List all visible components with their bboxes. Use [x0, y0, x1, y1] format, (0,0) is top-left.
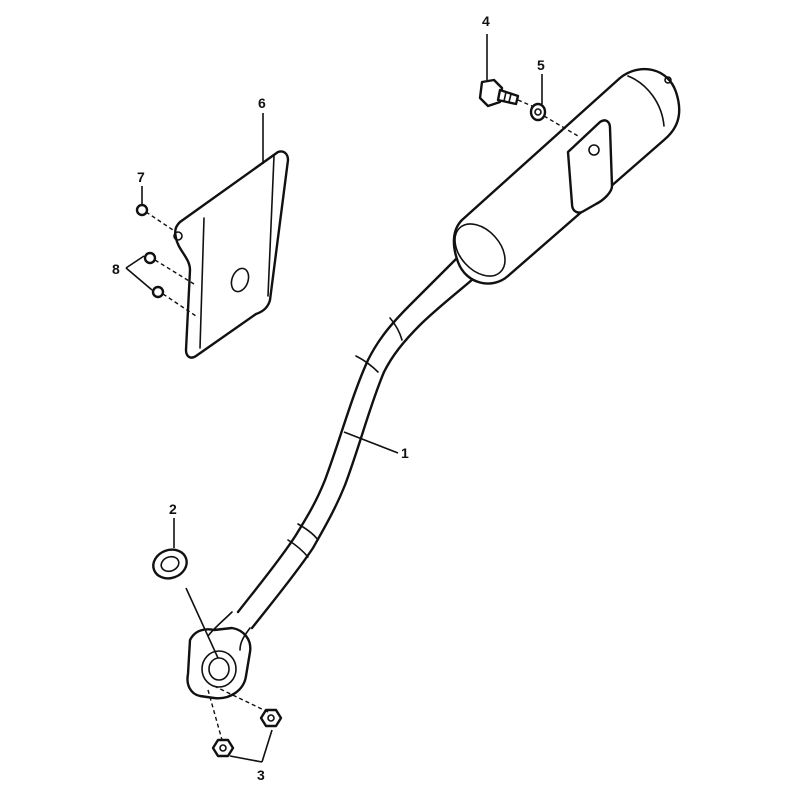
leader-lines	[125, 34, 543, 763]
callout-6: 6	[258, 95, 266, 111]
exhaust-pipe-assembly[interactable]	[186, 67, 681, 700]
callout-7: 7	[137, 169, 145, 185]
callout-1: 1	[401, 445, 409, 461]
heat-shield[interactable]	[173, 150, 290, 359]
assembly-lines	[145, 99, 579, 741]
callout-5: 5	[537, 57, 545, 73]
callout-3: 3	[257, 767, 265, 783]
callout-8: 8	[112, 261, 120, 277]
shield-screw-top[interactable]	[135, 203, 149, 217]
mounting-bolt[interactable]	[478, 78, 520, 108]
callout-2: 2	[169, 501, 177, 517]
shield-screws-side[interactable]	[143, 251, 165, 299]
callout-labels: 1 2 3 4 5 6 7 8	[112, 13, 545, 783]
washer[interactable]	[529, 102, 547, 122]
gasket-ring[interactable]	[149, 545, 191, 583]
flange-nuts[interactable]	[211, 708, 283, 758]
callout-4: 4	[482, 13, 490, 29]
